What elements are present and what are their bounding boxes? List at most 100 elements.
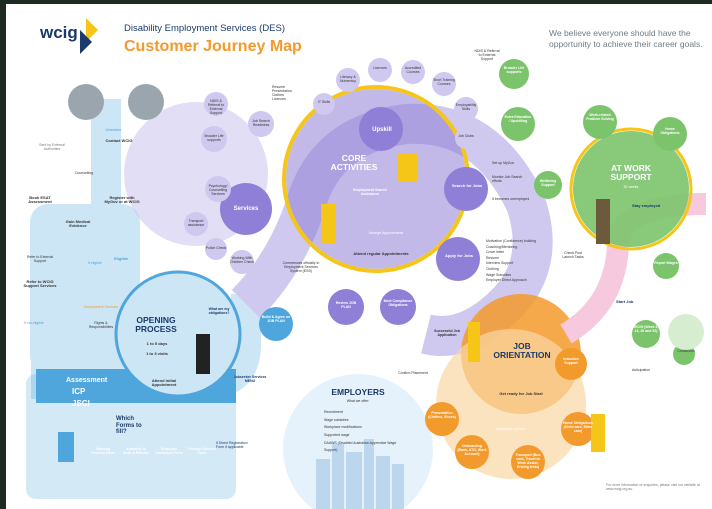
home-obligations-circle [561, 412, 595, 446]
core-employment-search: Employment Search Assistance [353, 188, 387, 196]
work-extra-ed: Extra Education / Upskilling [504, 115, 532, 123]
upskill-literacy: Literacy & Numeracy [340, 75, 356, 83]
step-contact-wcig: Contact WCIG [105, 138, 133, 143]
work-stay-employed: Stay employed [632, 203, 661, 208]
figure-desk-person [398, 154, 418, 182]
service-police: Police Check [205, 246, 227, 250]
services-circle [220, 183, 272, 235]
core-attend-regular: Attend regular Appointments [353, 251, 409, 256]
apply-jobs-label: Apply for Jobs [444, 253, 473, 258]
opening-duration-visits: 1 to 3 visits [146, 351, 168, 356]
apply-list: Motivation (Confidence) building Coachin… [486, 239, 540, 284]
search-note-mygov: Set up MyGov [492, 161, 515, 165]
opening-title: OPENING PROCESS [135, 315, 177, 335]
work-anticipation: Anticipation [631, 368, 651, 372]
search-jobs-circle [444, 167, 488, 211]
commences-ess: Commences officially in Employment Servi… [282, 261, 320, 273]
apply-jobs-circle [436, 237, 480, 281]
services-list-item: Clothes [272, 92, 284, 97]
work-problem: Work-related Problem Solving [586, 113, 614, 121]
services-list-item: Resume [272, 85, 286, 89]
form-item-2: Authority to Seek & Release [123, 447, 149, 455]
work-ndis-referral: NDIS & Referral to External Support [474, 49, 500, 61]
employers-list-item: DAAWS (Disabled Australian Apprentice Wa… [324, 440, 397, 453]
upskill-circle [359, 107, 403, 151]
footer-note: For more information or enquiries, pleas… [606, 483, 700, 491]
opening-duration-days: 1 to 5 days [146, 341, 168, 346]
apply-list-item: Employer Direct Approach [486, 278, 527, 283]
search-note-unemployed: If becomes unemployed [492, 197, 530, 201]
opening-menu: Jobseeker Services MENU [233, 375, 267, 383]
city-skyline [316, 439, 404, 509]
work-check-post: Check Post Launch Tasks [562, 251, 584, 259]
wcig-logo-mark [80, 18, 98, 54]
induction-circle [555, 348, 587, 380]
work-report-wages: Report Wages [654, 261, 678, 265]
page-title: Customer Journey Map [124, 38, 302, 55]
service-transport: Transport assistance [187, 219, 205, 227]
step-register: Register with MyGov or at WCIG [104, 195, 140, 205]
assessment-title: Assessment [66, 377, 108, 384]
person-avatar-2 [128, 84, 164, 120]
figure-wheelchair-user [58, 432, 74, 462]
service-ndis: NDIS & Referral to External Support [207, 99, 225, 115]
core-arrange: Arrange Appointments [368, 231, 404, 235]
label-jobseeker: Jobseeker [104, 128, 122, 132]
figure-worker [596, 199, 610, 244]
doc-rights: Rights & Responsibilities [88, 321, 114, 329]
apply-list-item: Resume [486, 255, 500, 260]
orientation-confirm: Confirm Placement [398, 371, 428, 375]
search-note-monitor: Monitor Job Search efforts [492, 175, 523, 183]
upskill-accredited: Accredited Courses [404, 66, 422, 74]
orientation-start-job: Start Job [616, 299, 634, 304]
assessment-icp: ICP [72, 387, 86, 396]
upskill-label: Upskill [372, 127, 392, 133]
step-refer-external: Refer to External Support [26, 255, 54, 263]
service-psych: Psychology/ Counselling Services [208, 184, 228, 196]
work-broader: Broader Life supports [503, 66, 525, 74]
service-broader: Broader Life supports [204, 134, 224, 142]
figure-opening-person [196, 334, 210, 374]
work-wcig-support: WCIG (Week 4, 13, 26 and 52) [633, 325, 659, 333]
upskill-licences: Licences [373, 66, 387, 70]
apply-list-item: Wage Subsidies [486, 272, 512, 277]
apply-list-item: Coaching/Mentoring [486, 244, 518, 249]
forms-area-bg [26, 374, 236, 499]
tagline: We believe everyone should have the oppo… [549, 28, 703, 50]
work-support-title: AT WORK SUPPORT [610, 163, 652, 183]
service-bubbles [184, 92, 274, 274]
orientation-ready: Get ready for Job Start [499, 391, 543, 396]
form-item-4: Privacy Consent Form [188, 447, 216, 455]
employers-list-item: Recruitment [324, 410, 343, 414]
orientation-transport: Transport (Bus card, Travel to Work Assi… [515, 453, 541, 469]
customer-journey-poster: wcig Disability Employment Services (DES… [6, 4, 712, 509]
step-gain-medical: Gain Medical Evidence [65, 219, 91, 229]
employers-list-item: Workplace modifications [324, 425, 362, 430]
build-plan-label: Build & Agree on JOB PLAN [261, 315, 291, 323]
transport-circle [511, 445, 545, 479]
form-item-3: Employer Disclosure Form [155, 447, 183, 455]
orientation-successful: Successful Job Application [434, 329, 460, 337]
work-support-ring [569, 127, 693, 251]
step-counselling: Counselling [74, 171, 94, 175]
services-label: Services [233, 206, 259, 212]
services-list-item: Presentation [272, 88, 292, 93]
meet-compliance-label: Meet Compliance Obligations [383, 299, 413, 307]
assessment-jsci: JSCI [72, 399, 90, 408]
apply-list-item: Cover letter [486, 250, 505, 255]
forms-which: Which Forms to fill? [116, 416, 142, 436]
presentation-circle [425, 402, 459, 436]
apply-list-item: Motivation (Confidence) building [486, 239, 536, 243]
search-jobs-label: Search for Jobs [451, 183, 483, 188]
work-home: Home Obligations [660, 127, 680, 135]
review-plan-label: Review JOB PLAN [335, 301, 357, 309]
opening-obligations-bubble: What are my obligations? [208, 307, 230, 315]
employers-list-item: Supported wage [324, 433, 350, 438]
core-title: CORE ACTIVITIES [330, 153, 378, 173]
step-refer-support: Refer to WCIG Support Services [23, 279, 57, 289]
services-list-item: Licences [272, 96, 286, 101]
services-list: Resume Presentation Clothes Licences [272, 85, 312, 101]
orientation-assistance: Assistance options [495, 427, 525, 431]
onboarding-circle [455, 435, 489, 469]
